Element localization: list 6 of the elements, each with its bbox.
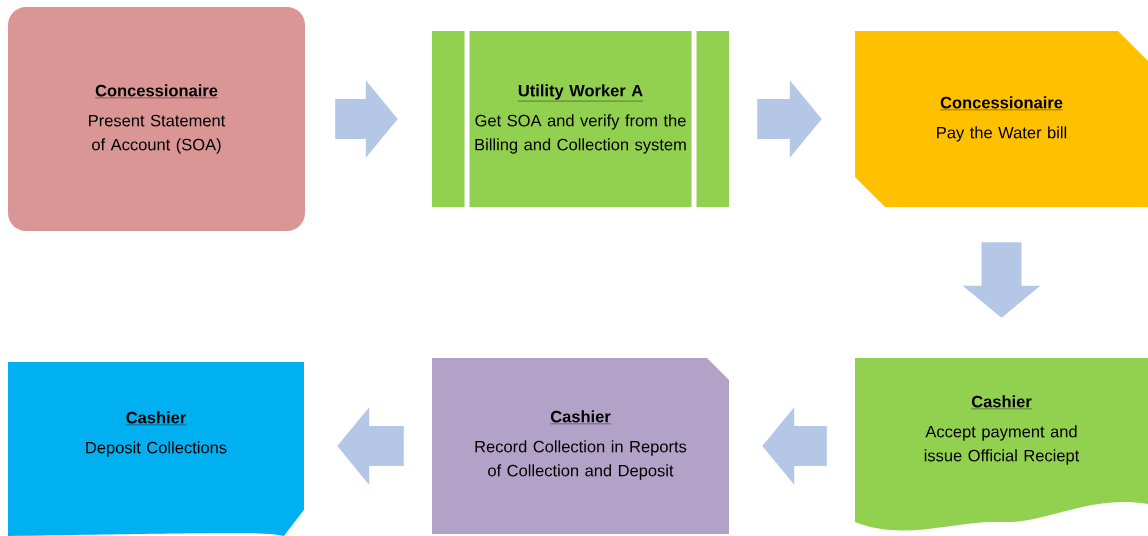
process-box: Cashier Record Collection in Reports of Collection and Deposit [432,358,729,534]
process-box: Utility Worker A Get SOA and verify from the Billing and Collection system [432,28,729,210]
process-box: Concessionaire Present Statement of Account (SOA) [8,7,305,231]
process-box: Cashier Accept payment and issue Official Reciept [855,358,1148,531]
process-box: Cashier Deposit Collections [8,362,304,536]
process-box: Concessionaire Pay the Water bill [855,31,1148,207]
